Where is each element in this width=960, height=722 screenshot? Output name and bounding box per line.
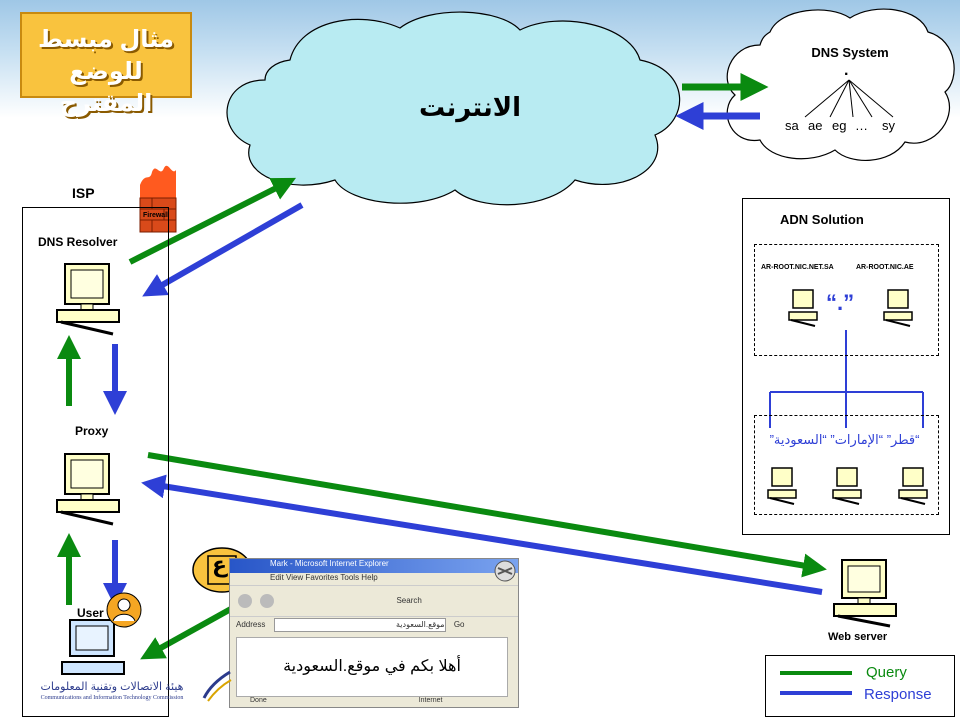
response-arrow-internet-to-resolver xyxy=(142,202,304,297)
welcome-text: أهلا بكم في موقع.السعودية xyxy=(283,658,461,675)
adn-tld-server-1-icon xyxy=(767,467,797,505)
adn-solution-box xyxy=(742,198,950,535)
firewall-icon xyxy=(139,165,177,233)
legend: Query Response xyxy=(765,655,955,717)
back-icon[interactable] xyxy=(238,593,252,608)
citc-logo-icon xyxy=(202,670,232,702)
user-avatar-icon xyxy=(106,592,142,628)
adn-tld-names: “قطر” “الإمارات” “السعودية” xyxy=(769,432,920,447)
adn-root-group xyxy=(754,244,939,356)
legend-response-label: Response xyxy=(864,686,932,703)
dns-root-dot: . xyxy=(844,62,849,79)
tld-sa: sa xyxy=(785,118,799,133)
tld-eg: eg xyxy=(832,118,847,133)
adn-title: ADN Solution xyxy=(780,212,864,227)
tld-ellipsis: … xyxy=(855,118,868,133)
web-server-label: Web server xyxy=(828,631,888,643)
browser-window: Mark - Microsoft Internet Explorer Edit … xyxy=(229,558,519,708)
adn-root-dot: “.” xyxy=(826,290,855,315)
browser-page: أهلا بكم في موقع.السعودية xyxy=(236,637,508,697)
citc-logo-english: Communications and Information Technolog… xyxy=(40,695,184,701)
forward-icon[interactable] xyxy=(260,593,275,608)
tld-sy: sy xyxy=(882,118,895,133)
adn-tld-group xyxy=(754,415,939,515)
legend-query-swatch xyxy=(780,671,852,675)
proxy-computer-icon xyxy=(56,453,120,526)
response-arrow-webserver-to-proxy xyxy=(141,474,823,595)
address-label: Address xyxy=(236,620,266,629)
browser-address-bar: Address موقع.السعودية Go xyxy=(230,617,518,633)
legend-response-swatch xyxy=(780,691,852,695)
internet-label: الانترنت xyxy=(418,92,522,122)
user-computer-icon xyxy=(61,619,125,675)
user-label: User xyxy=(77,606,104,620)
adn-tld-server-3-icon xyxy=(898,467,928,505)
adn-server-ae-label: AR-ROOT.NIC.AE xyxy=(856,264,914,271)
browser-toolbar: Search xyxy=(230,585,518,617)
adn-server-ae-icon xyxy=(883,289,913,327)
legend-query-label: Query xyxy=(866,664,907,681)
internet-cloud xyxy=(226,11,681,206)
dns-resolver-label: DNS Resolver xyxy=(38,235,118,249)
dns-system-cloud xyxy=(726,8,955,161)
isp-box xyxy=(22,207,169,717)
search-button[interactable]: Search xyxy=(396,596,422,605)
browser-title-bar: Mark - Microsoft Internet Explorer xyxy=(230,559,518,573)
adn-server-sa-icon xyxy=(788,289,818,327)
tld-ae: ae xyxy=(808,118,823,133)
dns-resolver-computer-icon xyxy=(56,263,120,336)
proxy-label: Proxy xyxy=(75,424,109,438)
status-zone: Internet xyxy=(418,697,443,704)
firewall-label: Firewall xyxy=(143,212,170,219)
citc-logo-arabic: هيئة الاتصالات وتقنية المعلومات xyxy=(40,681,184,693)
address-input[interactable]: موقع.السعودية xyxy=(273,617,446,632)
browser-menu-bar[interactable]: Edit View Favorites Tools Help xyxy=(270,573,378,582)
dns-system-title: DNS System xyxy=(811,45,889,60)
response-arrow-browser-to-user xyxy=(140,602,240,660)
query-arrow-proxy-to-webserver xyxy=(147,452,827,578)
adn-server-sa-label: AR-ROOT.NIC.NET.SA xyxy=(761,264,834,271)
browser-status-bar: Done Internet xyxy=(230,697,518,707)
web-server-computer-icon xyxy=(833,559,897,628)
go-button[interactable]: Go xyxy=(453,620,465,629)
status-done: Done xyxy=(250,697,267,704)
arabic-key-glyph: ع xyxy=(212,552,228,577)
browser-mascot-icon xyxy=(494,560,516,582)
isp-label: ISP xyxy=(72,185,95,201)
slide-title: مثال مبسط للوضع المقترح xyxy=(20,12,192,117)
adn-tld-server-2-icon xyxy=(832,467,862,505)
query-arrow-resolver-to-internet xyxy=(128,177,297,265)
